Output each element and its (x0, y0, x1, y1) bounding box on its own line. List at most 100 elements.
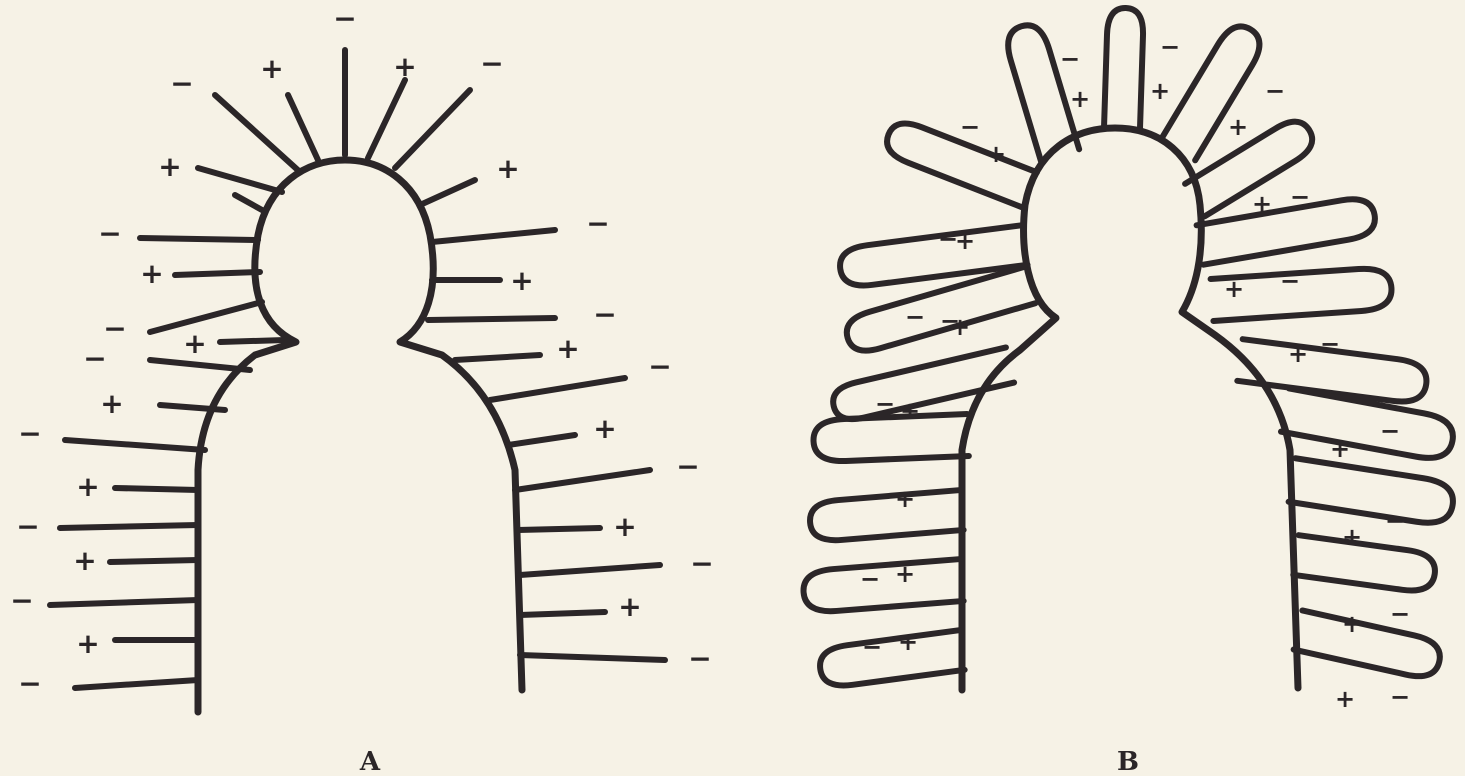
minus-sign: − (1320, 330, 1340, 358)
field-line (520, 612, 605, 615)
field-line (490, 378, 625, 400)
minus-sign: − (98, 217, 121, 250)
figure-a: −+−+−++−−++−−++−−++−−++−−++−+−− A (10, 2, 713, 776)
plus-sign: + (76, 470, 99, 503)
field-line (65, 440, 205, 450)
field-line (220, 340, 285, 342)
plus-sign: + (986, 140, 1006, 168)
minus-sign: − (862, 633, 882, 661)
field-line (455, 355, 540, 360)
field-loop (1294, 610, 1440, 676)
minus-sign: − (875, 390, 895, 418)
minus-sign: − (1380, 417, 1400, 445)
plus-sign: + (73, 544, 96, 577)
minus-sign: − (648, 350, 671, 383)
plus-sign: + (1252, 190, 1272, 218)
minus-sign: − (103, 312, 126, 345)
figure-a-signs: −+−+−++−−++−−++−−++−−++−−++−+−− (10, 2, 713, 700)
plus-sign: + (393, 50, 416, 83)
plus-sign: + (1228, 113, 1248, 141)
plus-sign: + (1342, 610, 1362, 638)
field-line (175, 272, 260, 275)
minus-sign: − (905, 303, 925, 331)
minus-sign: − (1290, 183, 1310, 211)
minus-sign: − (960, 113, 980, 141)
plus-sign: + (900, 397, 920, 425)
minus-sign: − (1390, 683, 1410, 711)
plus-sign: + (1224, 275, 1244, 303)
minus-sign: − (18, 417, 41, 450)
plus-sign: + (613, 510, 636, 543)
panel-label-a: A (359, 747, 381, 776)
field-line (395, 90, 470, 168)
field-loop (1289, 458, 1453, 522)
field-line (432, 230, 555, 242)
plus-sign: + (618, 590, 641, 623)
field-line (115, 488, 198, 490)
field-loop (1104, 8, 1143, 129)
field-loop (1293, 535, 1435, 590)
plus-sign: + (950, 313, 970, 341)
field-line (110, 560, 198, 562)
plus-sign: + (183, 327, 206, 360)
field-line (150, 360, 250, 370)
field-line (520, 565, 660, 575)
plus-sign: + (1070, 85, 1090, 113)
minus-sign: − (690, 547, 713, 580)
figure-a-rays (50, 50, 665, 688)
plus-sign: + (496, 152, 519, 185)
plus-sign: + (1335, 685, 1355, 713)
plus-sign: + (1150, 77, 1170, 105)
field-loop (814, 414, 969, 461)
minus-sign: − (860, 565, 880, 593)
field-line (215, 95, 300, 172)
field-line (235, 195, 262, 210)
minus-sign: − (586, 207, 609, 240)
minus-sign: − (333, 2, 356, 35)
minus-sign: − (1160, 33, 1180, 61)
plus-sign: + (898, 628, 918, 656)
plus-sign: + (955, 227, 975, 255)
plus-sign: + (76, 627, 99, 660)
plus-sign: + (1330, 435, 1350, 463)
plus-sign: + (510, 264, 533, 297)
field-line (50, 600, 198, 605)
figure-b: −+−+−+−++−−++−−−++−−++−−++−−++−−++− B (804, 8, 1453, 776)
field-line (428, 318, 555, 320)
plus-sign: + (593, 412, 616, 445)
minus-sign: − (593, 298, 616, 331)
plus-sign: + (895, 485, 915, 513)
minus-sign: − (688, 642, 711, 675)
field-loop (810, 490, 964, 540)
field-line (515, 470, 650, 490)
panel-label-b: B (1117, 747, 1139, 776)
plus-sign: + (100, 387, 123, 420)
minus-sign: − (1060, 45, 1080, 73)
field-loop (1197, 199, 1375, 264)
minus-sign: − (10, 584, 33, 617)
field-line (520, 655, 665, 660)
field-line (518, 528, 600, 530)
minus-sign: − (170, 67, 193, 100)
plus-sign: + (158, 150, 181, 183)
plus-sign: + (1342, 523, 1362, 551)
field-line (60, 525, 198, 528)
minus-sign: − (676, 450, 699, 483)
plus-sign: + (895, 560, 915, 588)
field-line (140, 238, 258, 240)
field-line (198, 168, 282, 192)
minus-sign: − (1265, 77, 1285, 105)
field-line (368, 80, 405, 158)
field-line (508, 435, 575, 445)
minus-sign: − (865, 483, 885, 511)
minus-sign: − (16, 510, 39, 543)
minus-sign: − (1280, 267, 1300, 295)
field-loop (820, 630, 965, 685)
minus-sign: − (18, 667, 41, 700)
field-loop (804, 559, 964, 611)
minus-sign: − (1390, 600, 1410, 628)
plus-sign: + (140, 257, 163, 290)
plus-sign: + (1288, 340, 1308, 368)
